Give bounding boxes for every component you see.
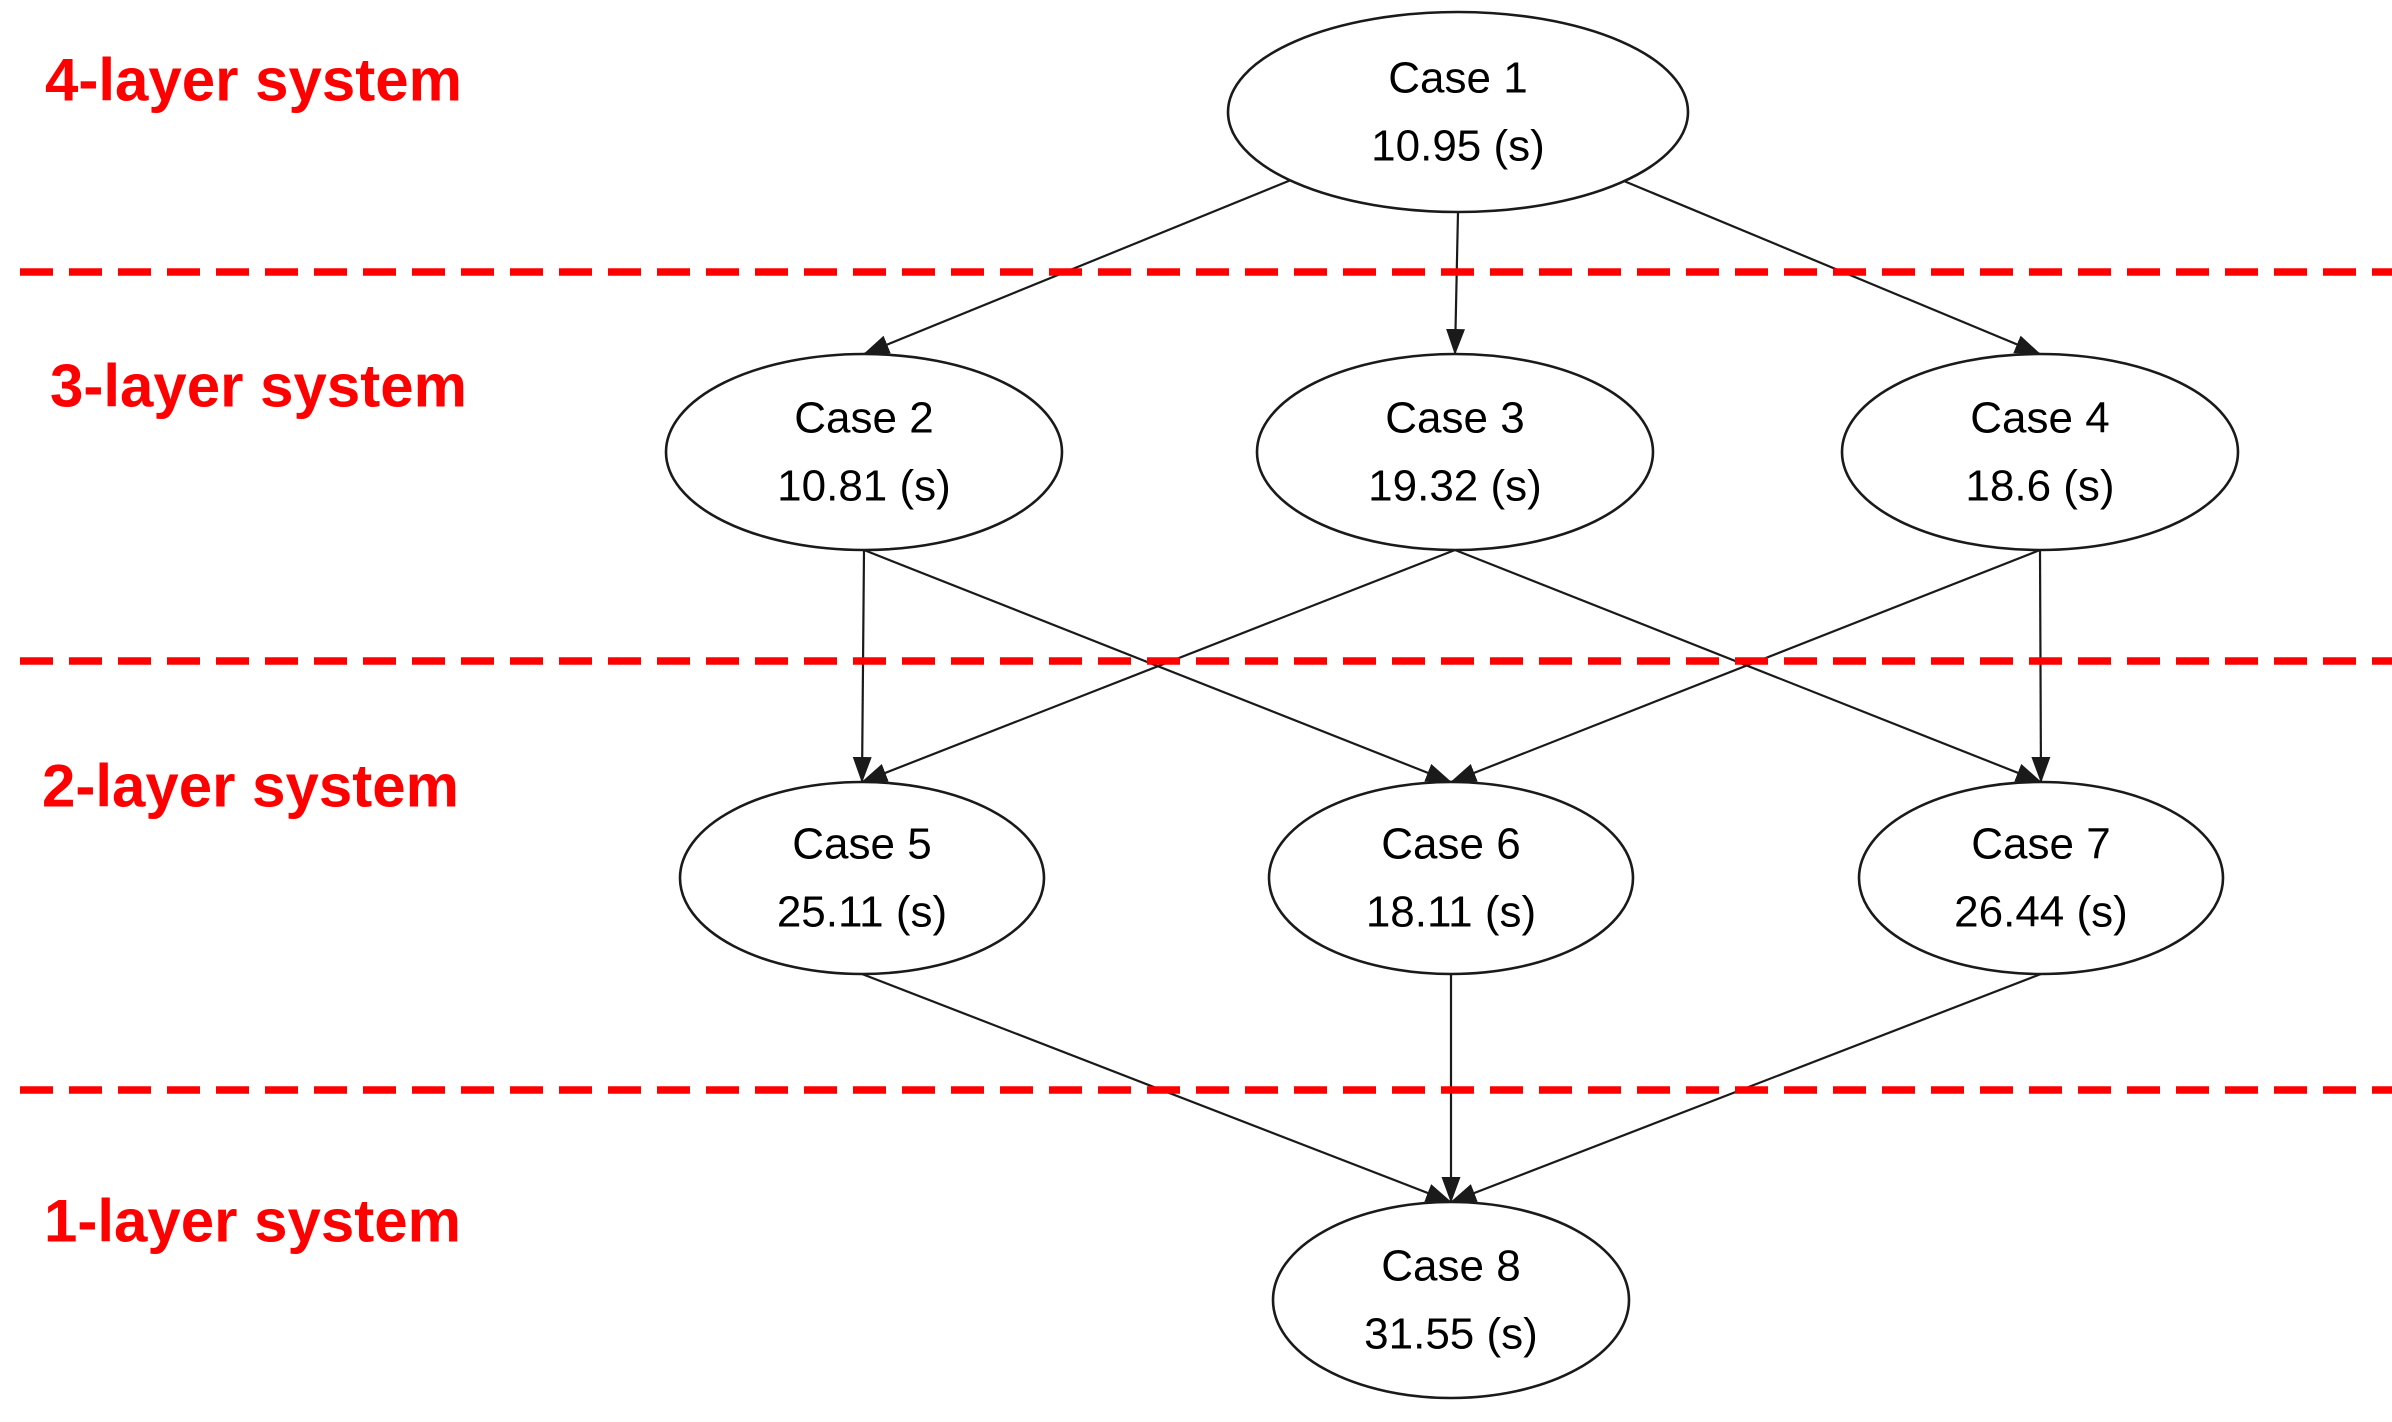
- case1-ellipse: [1226, 10, 1690, 214]
- case2-ellipse: [664, 352, 1064, 552]
- layer-label-2-layer: 2-layer system: [42, 753, 459, 820]
- edge-arrow-case4-case7: [2031, 549, 2051, 783]
- edge-arrow-case3-case5: [861, 548, 1456, 784]
- case4-ellipse: [1840, 352, 2240, 552]
- case8-ellipse: [1271, 1200, 1631, 1400]
- edge-arrow-case4-case6: [1450, 548, 2041, 784]
- case5-ellipse: [678, 780, 1046, 976]
- layer-label-3-layer: 3-layer system: [50, 353, 467, 420]
- layer-dividers-group: [20, 268, 2392, 1094]
- layer-label-1-layer: 1-layer system: [44, 1188, 461, 1255]
- case7-ellipse: [1857, 780, 2225, 976]
- case3-ellipse: [1255, 352, 1655, 552]
- edge-arrow-case1-case3: [1446, 211, 1466, 355]
- edge-arrow-case2-case5: [852, 549, 872, 783]
- layer-label-4-layer: 4-layer system: [45, 47, 462, 114]
- layer-labels-group: 4-layer system 3-layer system 2-layer syst…: [42, 47, 467, 1255]
- case6-ellipse: [1267, 780, 1635, 976]
